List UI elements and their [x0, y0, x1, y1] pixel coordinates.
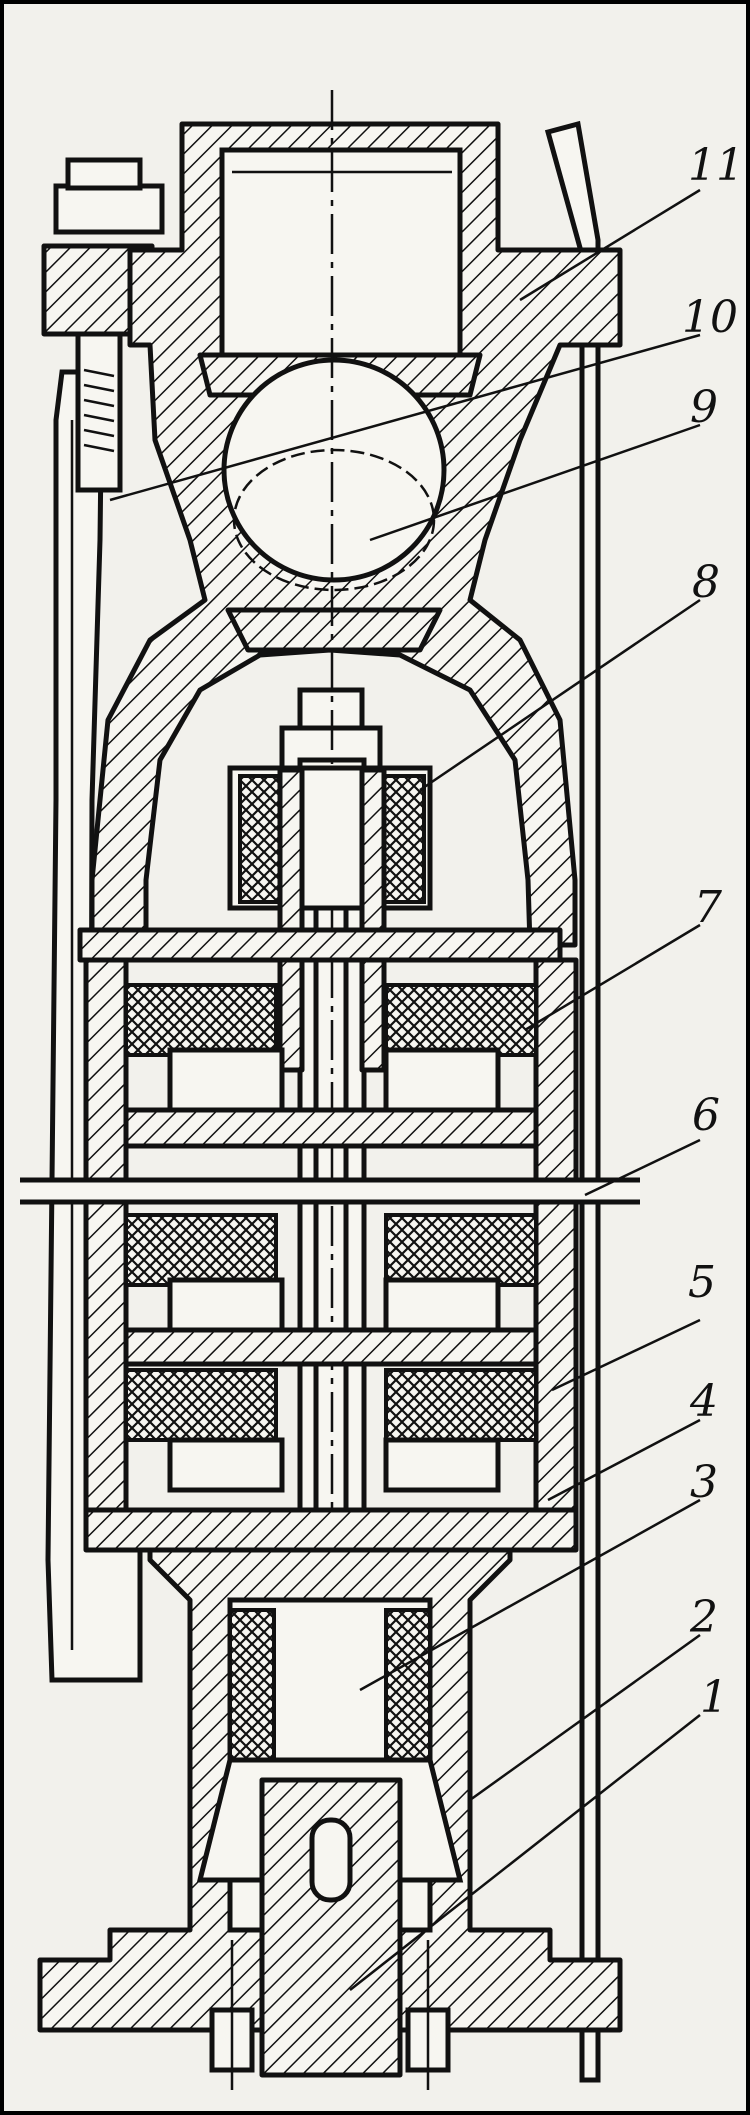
callout-6: 6 [692, 1090, 720, 1141]
callout-2: 2 [689, 1592, 718, 1643]
callout-5: 5 [688, 1257, 716, 1308]
impeller-stage-3 [124, 1368, 538, 1493]
callout-10: 10 [682, 292, 738, 343]
callout-9: 9 [690, 382, 718, 433]
callout-labels: 1 2 3 4 5 6 7 8 9 10 11 [682, 140, 744, 1723]
impeller-stage-2 [123, 1213, 539, 1367]
callout-4: 4 [689, 1376, 718, 1427]
callout-7: 7 [694, 882, 722, 933]
shaft-break-line [20, 1177, 640, 1205]
impeller-stage-1 [123, 983, 539, 1149]
callout-11: 11 [688, 140, 744, 191]
callout-8: 8 [692, 557, 720, 608]
callout-1: 1 [700, 1672, 728, 1723]
leader-lines [109, 188, 701, 1991]
callout-3: 3 [690, 1457, 718, 1508]
bottom-studs [209, 1940, 451, 2090]
check-valve-ball [221, 357, 447, 653]
left-tie-bracket [45, 369, 143, 1683]
stage-casing [77, 927, 579, 1553]
lower-coupling [259, 1777, 403, 2078]
upper-bearing [227, 765, 433, 1073]
